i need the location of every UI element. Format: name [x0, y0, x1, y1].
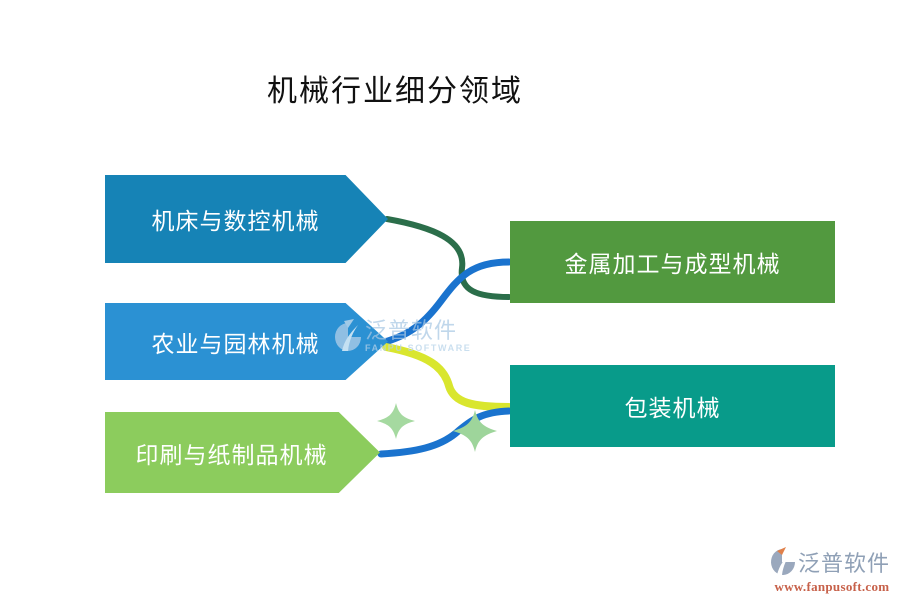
segment-label: 机床与数控机械: [151, 209, 320, 234]
segment-packaging: 包装机械: [510, 365, 835, 447]
segment-label: 金属加工与成型机械: [564, 252, 781, 277]
connector-agri-to-metal: [381, 258, 513, 346]
fanpu-logo-icon: [771, 547, 795, 575]
sparkle-icon: [377, 403, 415, 439]
footer-brand-block: 泛普软件 www.fanpusoft.com: [769, 546, 895, 595]
segment-printing-paper: 印刷与纸制品机械: [105, 412, 380, 493]
segment-label: 农业与园林机械: [151, 331, 320, 357]
footer-url: www.fanpusoft.com: [774, 579, 890, 594]
footer-brand-text: 泛普软件: [798, 551, 891, 576]
segment-agriculture-garden: 农业与园林机械: [105, 303, 388, 380]
segment-label: 印刷与纸制品机械: [135, 442, 328, 468]
connector-machine-to-metal: [384, 216, 512, 300]
segment-metal-forming: 金属加工与成型机械: [510, 221, 835, 303]
sparkle-icon: [453, 410, 497, 452]
connector-agri-to-packaging: [382, 343, 513, 411]
segment-label: 包装机械: [624, 396, 721, 421]
connector-print-to-packaging: [377, 407, 513, 458]
page-title: 机械行业细分领域: [267, 75, 523, 108]
segment-machine-tools-cnc: 机床与数控机械: [105, 175, 388, 263]
